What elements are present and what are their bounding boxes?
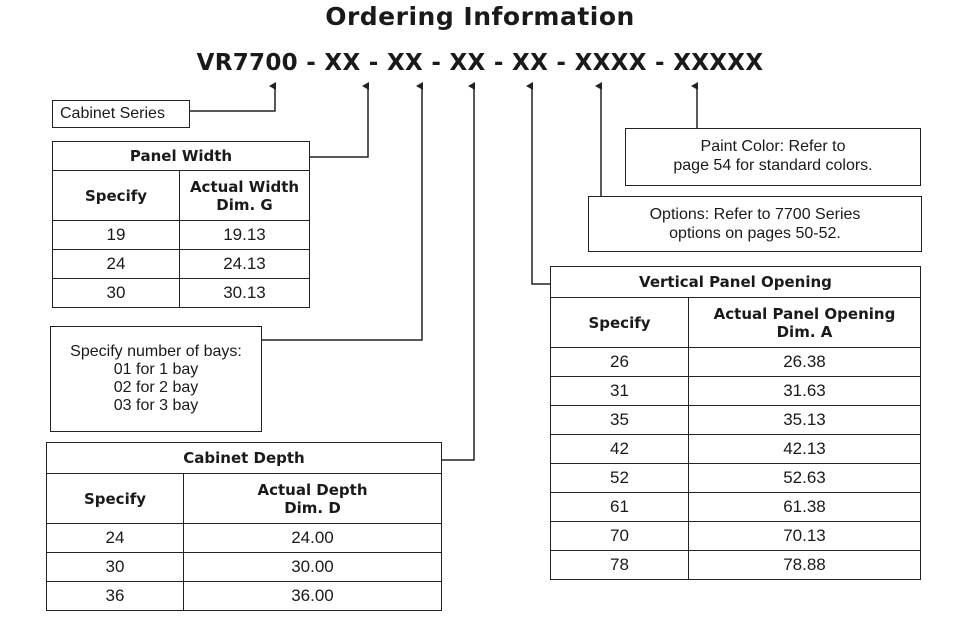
bays-line-2: 01 for 1 bay bbox=[113, 361, 199, 378]
model-code: VR7700 - XX - XX - XX - XX - XXXX - XXXX… bbox=[196, 50, 764, 76]
code-segment-paint: XXXXX bbox=[673, 50, 764, 76]
table-cell: 30.00 bbox=[183, 552, 442, 582]
table-cell: 52 bbox=[550, 463, 689, 493]
cabinet-depth-table: Cabinet Depth Specify Actual Depth Dim. … bbox=[46, 442, 442, 611]
table-cell: 70.13 bbox=[688, 521, 921, 551]
vertical-panel-caption: Vertical Panel Opening bbox=[550, 266, 921, 298]
table-cell: 30 bbox=[52, 278, 180, 308]
table-cell: 26.38 bbox=[688, 347, 921, 377]
connector-cabinet-series bbox=[188, 82, 276, 112]
panel-width-col-specify: Specify bbox=[52, 170, 180, 221]
connector-panel-width bbox=[310, 82, 369, 158]
table-cell: 24.00 bbox=[183, 523, 442, 553]
table-cell: 30 bbox=[46, 552, 184, 582]
table-cell: 24.13 bbox=[179, 249, 310, 279]
code-segment-options: XXXX bbox=[574, 50, 647, 76]
table-cell: 36.00 bbox=[183, 581, 442, 611]
table-cell: 24 bbox=[46, 523, 184, 553]
panel-width-table: Panel Width Specify Actual Width Dim. G … bbox=[52, 141, 310, 308]
vertical-panel-opening-table: Vertical Panel Opening Specify Actual Pa… bbox=[550, 266, 921, 580]
code-segment-panel-width: XX bbox=[324, 50, 361, 76]
cabinet-depth-col-actual: Actual Depth Dim. D bbox=[183, 473, 442, 524]
connector-cabinet-depth bbox=[442, 82, 475, 461]
table-cell: 35 bbox=[550, 405, 689, 435]
page-title: Ordering Information bbox=[325, 2, 635, 31]
paint-color-line-1: Paint Color: Refer to bbox=[700, 138, 846, 155]
cabinet-depth-col-specify: Specify bbox=[46, 473, 184, 524]
table-cell: 61.38 bbox=[688, 492, 921, 522]
paint-color-line-2: page 54 for standard colors. bbox=[673, 157, 873, 174]
panel-width-col-actual: Actual Width Dim. G bbox=[179, 170, 310, 221]
table-cell: 78.88 bbox=[688, 550, 921, 580]
table-cell: 31.63 bbox=[688, 376, 921, 406]
table-cell: 42.13 bbox=[688, 434, 921, 464]
paint-color-note: Paint Color: Refer to page 54 for standa… bbox=[625, 128, 921, 186]
table-cell: 24 bbox=[52, 249, 180, 279]
code-segment-depth: XX bbox=[449, 50, 486, 76]
bays-line-1: Specify number of bays: bbox=[70, 343, 242, 360]
code-segment-series: VR7700 bbox=[196, 50, 298, 76]
table-cell: 30.13 bbox=[179, 278, 310, 308]
table-cell: 26 bbox=[550, 347, 689, 377]
table-cell: 78 bbox=[550, 550, 689, 580]
connector-panel-opening bbox=[526, 82, 550, 285]
table-cell: 19.13 bbox=[179, 220, 310, 250]
cabinet-depth-caption: Cabinet Depth bbox=[46, 442, 442, 474]
vertical-panel-col-specify: Specify bbox=[550, 297, 689, 348]
cabinet-series-label: Cabinet Series bbox=[52, 100, 190, 128]
table-cell: 52.63 bbox=[688, 463, 921, 493]
connector-bays bbox=[262, 82, 423, 341]
bays-note: Specify number of bays: 01 for 1 bay 02 … bbox=[50, 326, 262, 432]
code-segment-panel-opening: XX bbox=[512, 50, 549, 76]
table-cell: 31 bbox=[550, 376, 689, 406]
options-line-2: options on pages 50-52. bbox=[669, 225, 841, 242]
table-cell: 19 bbox=[52, 220, 180, 250]
bays-line-4: 03 for 3 bay bbox=[113, 397, 199, 414]
table-cell: 61 bbox=[550, 492, 689, 522]
table-cell: 35.13 bbox=[688, 405, 921, 435]
options-line-1: Options: Refer to 7700 Series bbox=[649, 206, 861, 223]
table-cell: 36 bbox=[46, 581, 184, 611]
options-note: Options: Refer to 7700 Series options on… bbox=[588, 196, 922, 252]
table-cell: 42 bbox=[550, 434, 689, 464]
panel-width-caption: Panel Width bbox=[52, 141, 310, 171]
vertical-panel-col-actual: Actual Panel Opening Dim. A bbox=[688, 297, 921, 348]
bays-line-3: 02 for 2 bay bbox=[113, 379, 199, 396]
code-segment-bays: XX bbox=[386, 50, 424, 76]
table-cell: 70 bbox=[550, 521, 689, 551]
